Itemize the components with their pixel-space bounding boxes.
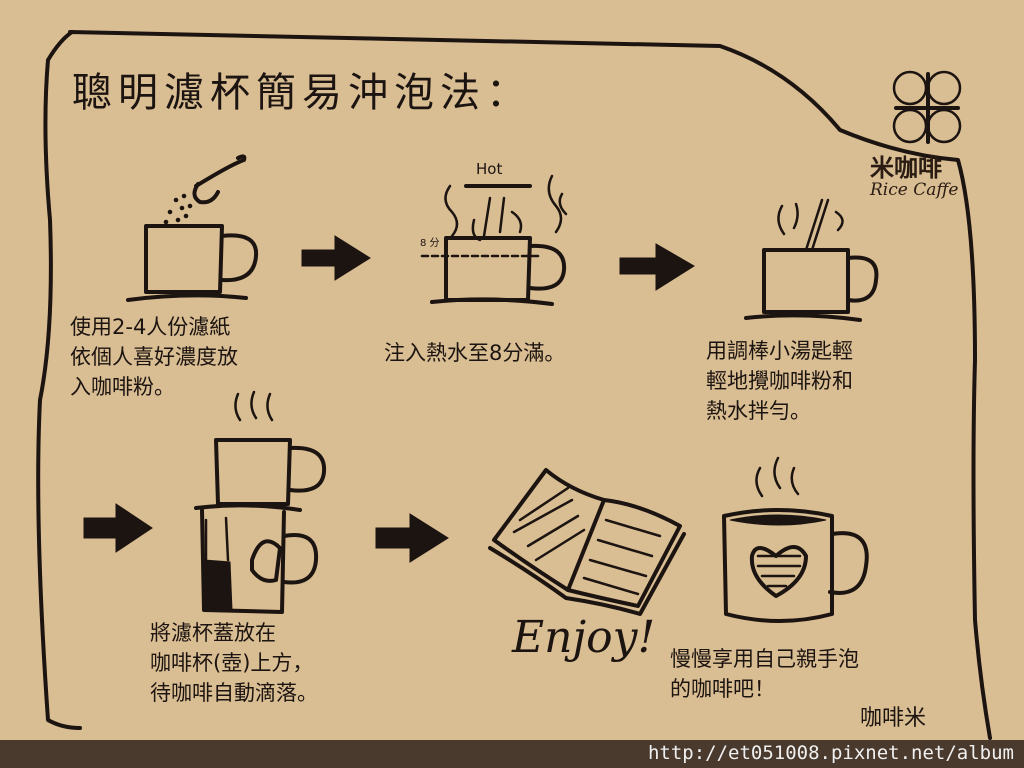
instruction-card: 聰明濾杯簡易沖泡法： Hot 8 分 使用2-4人份濾紙 依個人喜好濃度放 入咖… bbox=[0, 0, 1024, 740]
arrow-4-icon bbox=[375, 513, 449, 563]
rice-caffe-logo-icon bbox=[892, 70, 962, 144]
logo-en-text: Rice Caffe bbox=[870, 180, 959, 200]
hot-label: Hot bbox=[476, 160, 503, 178]
step1-cup-with-scoop-icon bbox=[126, 154, 259, 302]
open-book-icon bbox=[488, 468, 686, 616]
arrow-2-icon bbox=[619, 243, 695, 291]
watermark-url: http://et051008.pixnet.net/album bbox=[647, 742, 1014, 764]
water-level-label: 8 分 bbox=[420, 238, 440, 249]
step-1-text: 使用2-4人份濾紙 依個人喜好濃度放 入咖啡粉。 bbox=[70, 315, 238, 399]
step4-dripper-on-carafe-icon bbox=[194, 390, 327, 614]
coffee-mug-heart-icon bbox=[722, 456, 869, 623]
step2-hot-water-icon bbox=[420, 174, 568, 306]
step-5-text: 慢慢享用自己親手泡 的咖啡吧！ bbox=[670, 647, 859, 701]
step-2-text: 注入熱水至8分滿。 bbox=[384, 341, 566, 365]
page-title: 聰明濾杯簡易沖泡法： bbox=[72, 70, 532, 116]
arrow-3-icon bbox=[83, 503, 153, 553]
watermark-bar: http://et051008.pixnet.net/album bbox=[0, 740, 1024, 768]
hand-drawn-border bbox=[36, 30, 992, 740]
step-3-text: 用調棒小湯匙輕 輕地攪咖啡粉和 熱水拌勻。 bbox=[706, 339, 853, 423]
signature: 咖啡米 bbox=[860, 706, 927, 731]
logo-cn-text: 米咖啡 bbox=[870, 154, 942, 182]
step3-stir-icon bbox=[744, 198, 879, 322]
enjoy-text: Enjoy! bbox=[512, 612, 656, 663]
illustration-canvas bbox=[36, 30, 992, 740]
arrow-1-icon bbox=[301, 235, 371, 281]
step-4-text: 將濾杯蓋放在 咖啡杯(壺)上方， 待咖啡自動滴落。 bbox=[150, 621, 318, 705]
